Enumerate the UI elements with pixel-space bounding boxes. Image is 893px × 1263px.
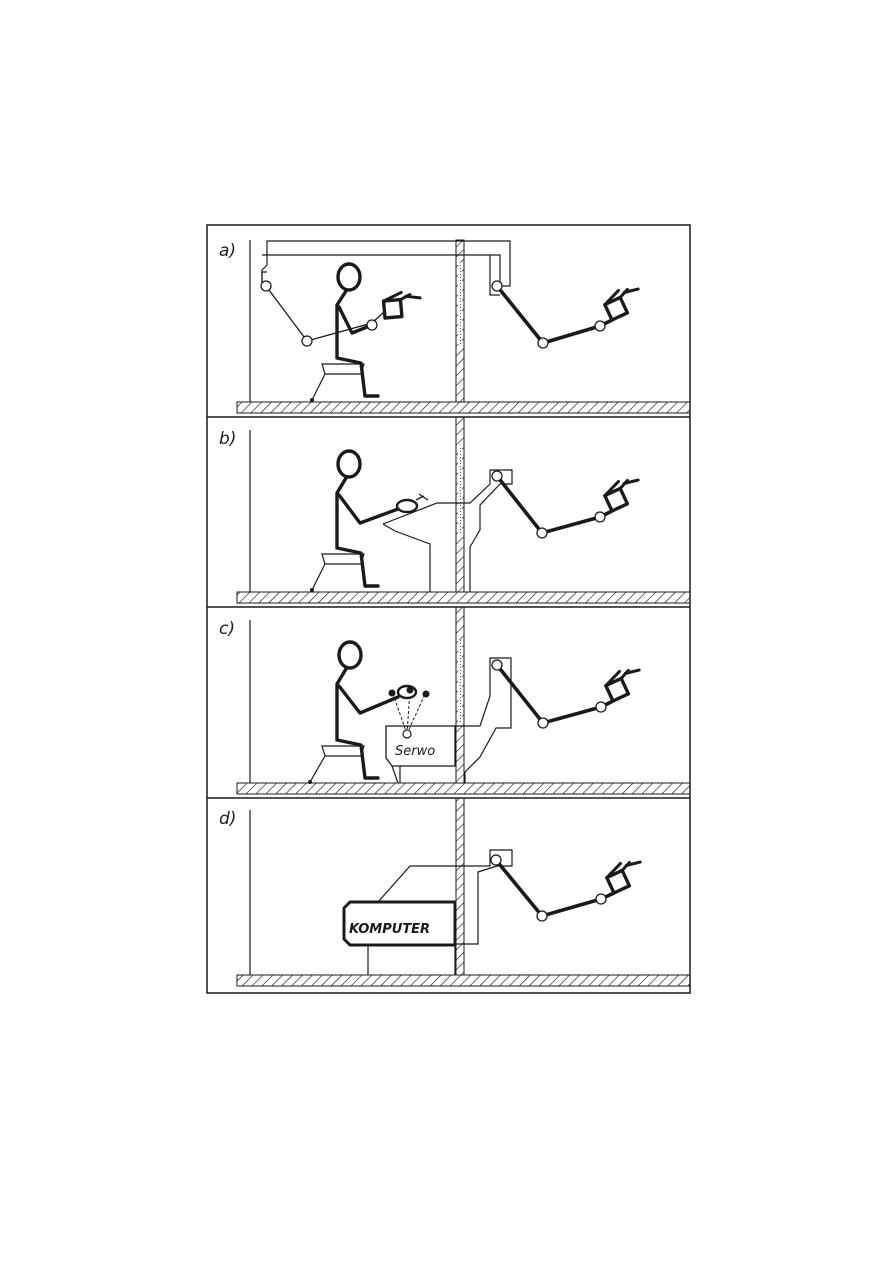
floor-hatch [236, 591, 691, 604]
control-handle [395, 498, 419, 514]
desk-linkage [382, 469, 513, 592]
panel-label: c) [219, 619, 235, 639]
floor-hatch [236, 401, 691, 414]
wall-window [458, 640, 462, 722]
panel-a: a) [207, 239, 691, 418]
operator-figure [310, 449, 400, 592]
wall-window [458, 262, 462, 344]
computer-label: KOMPUTER [349, 922, 430, 937]
separation-wall [455, 797, 465, 976]
servo-linkage [455, 657, 512, 783]
panel-label: a) [219, 241, 236, 261]
operator-figure [310, 262, 380, 402]
panel-label: d) [219, 809, 236, 829]
outer-frame [206, 224, 691, 994]
coupling-frame [261, 240, 511, 287]
joystick [388, 684, 430, 739]
wall-window [458, 448, 462, 534]
panel-c: Serwo c) [207, 606, 691, 799]
computer-linkage [377, 849, 513, 945]
panel-b: b) [207, 416, 691, 608]
floor-hatch [236, 782, 691, 795]
slave-arm [495, 663, 602, 726]
panel-d: KOMPUTER d) [219, 797, 691, 987]
computer-box [342, 900, 457, 947]
slave-arm [495, 284, 601, 346]
slave-arm [494, 858, 602, 919]
operator-figure [308, 640, 400, 784]
floor-hatch [236, 974, 691, 987]
servo-label: Serwo [395, 744, 435, 759]
master-arm [265, 285, 386, 342]
panel-label: b) [219, 429, 236, 449]
